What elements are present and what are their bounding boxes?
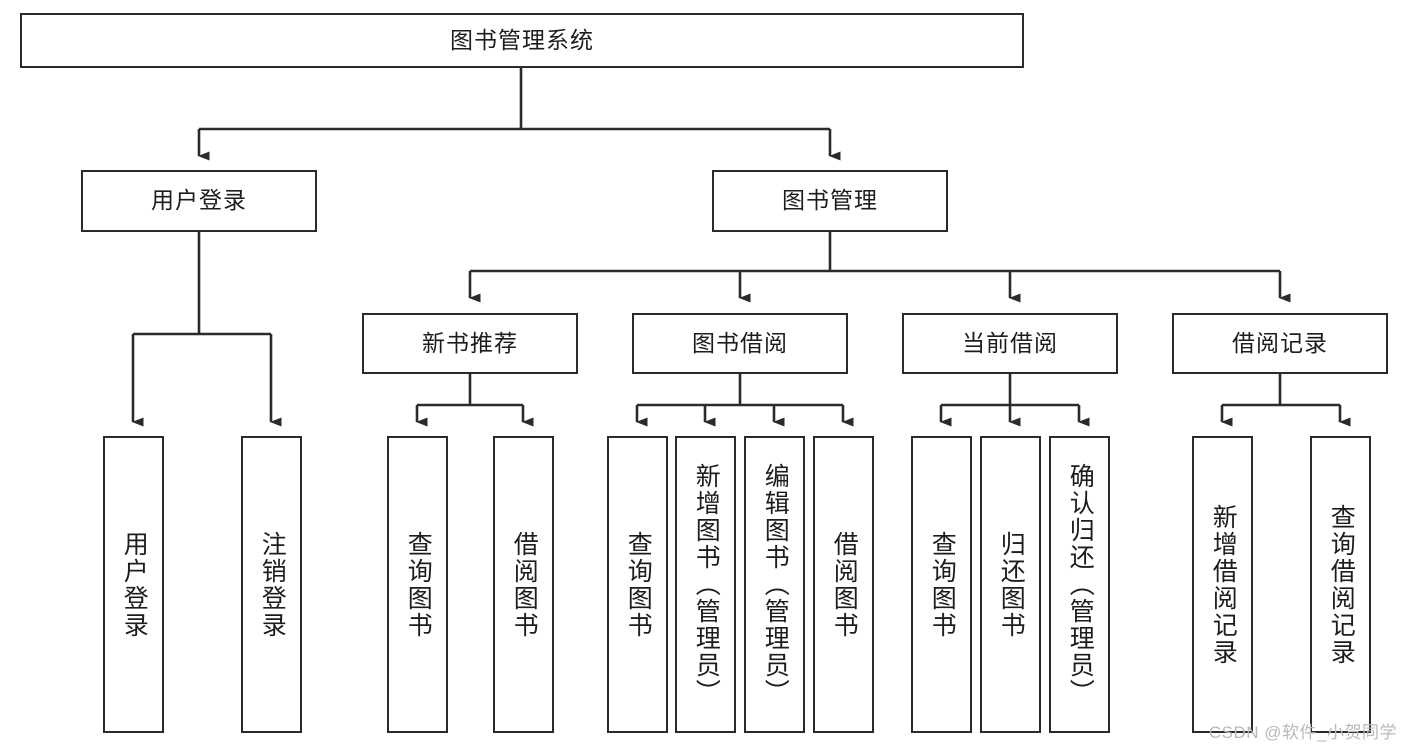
node-label: 图书借阅 <box>692 329 788 356</box>
leaf-borrow-book[interactable]: 借阅图书 <box>813 436 874 733</box>
node-label: 查询图书 <box>928 530 957 639</box>
node-label: 编辑图书（管理员） <box>761 463 790 706</box>
leaf-query-borrow-record[interactable]: 查询借阅记录 <box>1310 436 1371 733</box>
node-label: 查询借阅记录 <box>1327 503 1356 666</box>
node-label: 新书推荐 <box>422 329 518 356</box>
leaf-add-book-admin[interactable]: 新增图书（管理员） <box>675 436 736 733</box>
node-label: 用户登录 <box>120 530 149 639</box>
node-user-login[interactable]: 用户登录 <box>81 170 317 232</box>
node-label: 归还图书 <box>997 530 1026 639</box>
node-label: 查询图书 <box>404 530 433 639</box>
node-book-borrowing[interactable]: 图书借阅 <box>632 313 848 374</box>
node-label: 注销登录 <box>258 530 287 639</box>
node-label: 新增图书（管理员） <box>692 463 721 706</box>
leaf-add-borrow-record[interactable]: 新增借阅记录 <box>1192 436 1253 733</box>
leaf-logout[interactable]: 注销登录 <box>241 436 302 733</box>
node-label: 图书管理系统 <box>450 26 594 53</box>
node-book-management[interactable]: 图书管理 <box>712 170 948 232</box>
node-new-book-recommendation[interactable]: 新书推荐 <box>362 313 578 374</box>
leaf-query-book-recommend[interactable]: 查询图书 <box>387 436 448 733</box>
watermark: CSDN @软件_小贺同学 <box>1208 723 1397 742</box>
leaf-query-book-current[interactable]: 查询图书 <box>911 436 972 733</box>
node-label: 用户登录 <box>151 187 247 214</box>
node-current-borrowing[interactable]: 当前借阅 <box>902 313 1118 374</box>
node-root-book-management-system[interactable]: 图书管理系统 <box>20 13 1024 68</box>
node-label: 借阅图书 <box>510 530 539 639</box>
leaf-borrow-book-recommend[interactable]: 借阅图书 <box>493 436 554 733</box>
node-label: 借阅图书 <box>830 530 859 639</box>
leaf-edit-book-admin[interactable]: 编辑图书（管理员） <box>744 436 805 733</box>
node-label: 当前借阅 <box>962 329 1058 356</box>
node-borrowing-record[interactable]: 借阅记录 <box>1172 313 1388 374</box>
leaf-return-book[interactable]: 归还图书 <box>980 436 1041 733</box>
node-label: 新增借阅记录 <box>1209 503 1238 666</box>
leaf-query-book-borrow[interactable]: 查询图书 <box>607 436 668 733</box>
leaf-user-login[interactable]: 用户登录 <box>103 436 164 733</box>
node-label: 查询图书 <box>624 530 653 639</box>
leaf-confirm-return-admin[interactable]: 确认归还（管理员） <box>1049 436 1110 733</box>
node-label: 借阅记录 <box>1232 329 1328 356</box>
node-label: 确认归还（管理员） <box>1066 463 1095 706</box>
node-label: 图书管理 <box>782 187 878 214</box>
